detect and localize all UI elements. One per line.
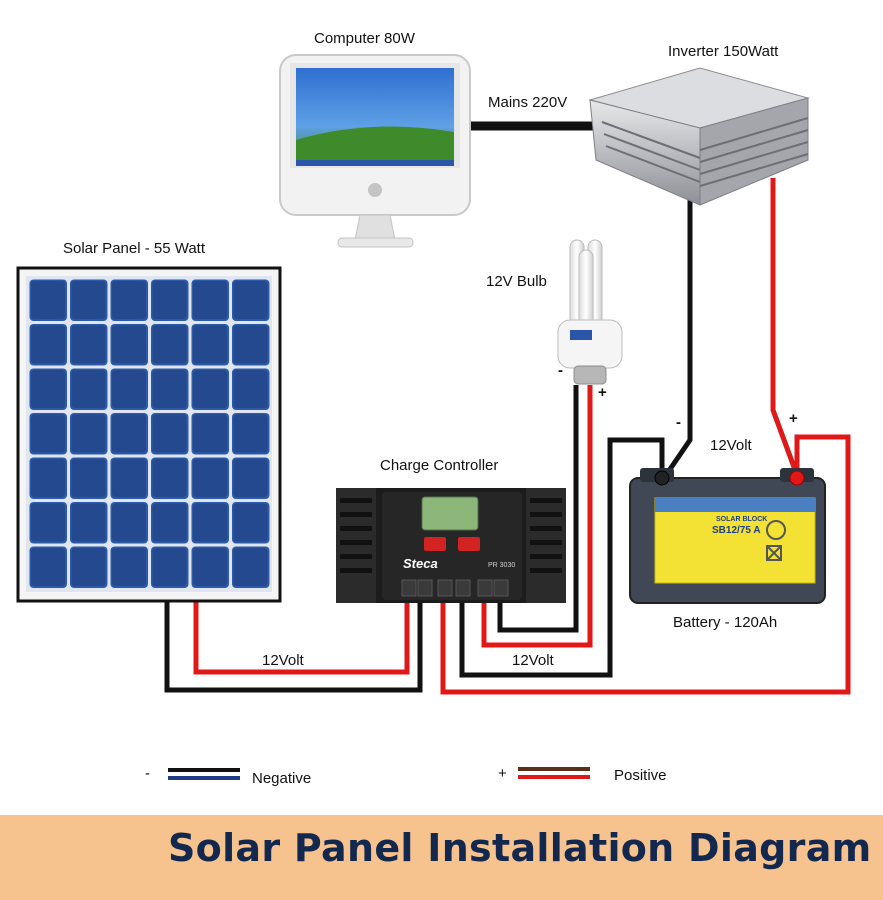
bin-icon	[766, 545, 782, 561]
mains-label: Mains 220V	[488, 94, 568, 111]
battery-brand: SOLAR BLOCK	[716, 516, 768, 523]
battery-minus-sign: -	[676, 414, 681, 431]
battery-wire-voltage: 12Volt	[512, 652, 554, 669]
wiring	[164, 121, 851, 695]
panel-wire-voltage: 12Volt	[262, 652, 304, 669]
legend-negative-symbol: -	[145, 765, 150, 782]
legend-negative-label: Negative	[252, 770, 312, 787]
inverter-label: Inverter 150Watt	[668, 43, 779, 60]
computer-label: Computer 80W	[314, 30, 415, 47]
panel-negative-wire	[164, 590, 423, 693]
battery-positive-terminal	[789, 470, 805, 486]
bulb	[557, 239, 623, 385]
battery-voltage-label: 12Volt	[710, 437, 752, 454]
battery	[629, 468, 826, 604]
battery-negative-terminal	[654, 470, 670, 486]
legend-positive-label: Positive	[614, 767, 667, 784]
bulb-label: 12V Bulb	[486, 273, 547, 290]
controller-button-right	[458, 537, 480, 551]
inverter-positive-wire	[770, 178, 801, 479]
inverter	[588, 67, 810, 206]
solar-panel-label: Solar Panel - 55 Watt	[63, 240, 206, 257]
panel-positive-wire	[193, 590, 410, 675]
battery-negative-wire	[459, 437, 665, 678]
controller-display	[421, 496, 479, 531]
computer	[279, 54, 471, 248]
controller-model: PR 3030	[488, 562, 516, 569]
apple-logo-icon	[368, 183, 382, 197]
battery-model: SB12/75 A	[712, 525, 761, 536]
bulb-plus-sign: +	[598, 384, 607, 401]
bulb-minus-sign: -	[558, 362, 563, 379]
diagram-title: Solar Panel Installation Diagram	[168, 826, 872, 870]
controller-button-left	[424, 537, 446, 551]
battery-label	[654, 497, 816, 584]
bulb-positive-wire	[481, 385, 593, 648]
battery-label-text: Battery - 120Ah	[673, 614, 778, 631]
recycle-icon	[766, 520, 786, 540]
legend-positive-symbol: +	[498, 765, 507, 782]
bulb-negative-wire	[497, 385, 579, 633]
battery-plus-sign: +	[789, 410, 798, 427]
charge-controller-label: Charge Controller	[380, 457, 499, 474]
title-bar	[0, 815, 883, 900]
inverter-negative-wire	[661, 200, 693, 480]
charge-controller	[336, 488, 566, 603]
solar-cells	[28, 278, 271, 590]
legend	[168, 767, 590, 780]
battery-positive-wire	[440, 434, 851, 695]
controller-brand: Steca	[403, 556, 438, 571]
solar-panel	[16, 266, 282, 603]
